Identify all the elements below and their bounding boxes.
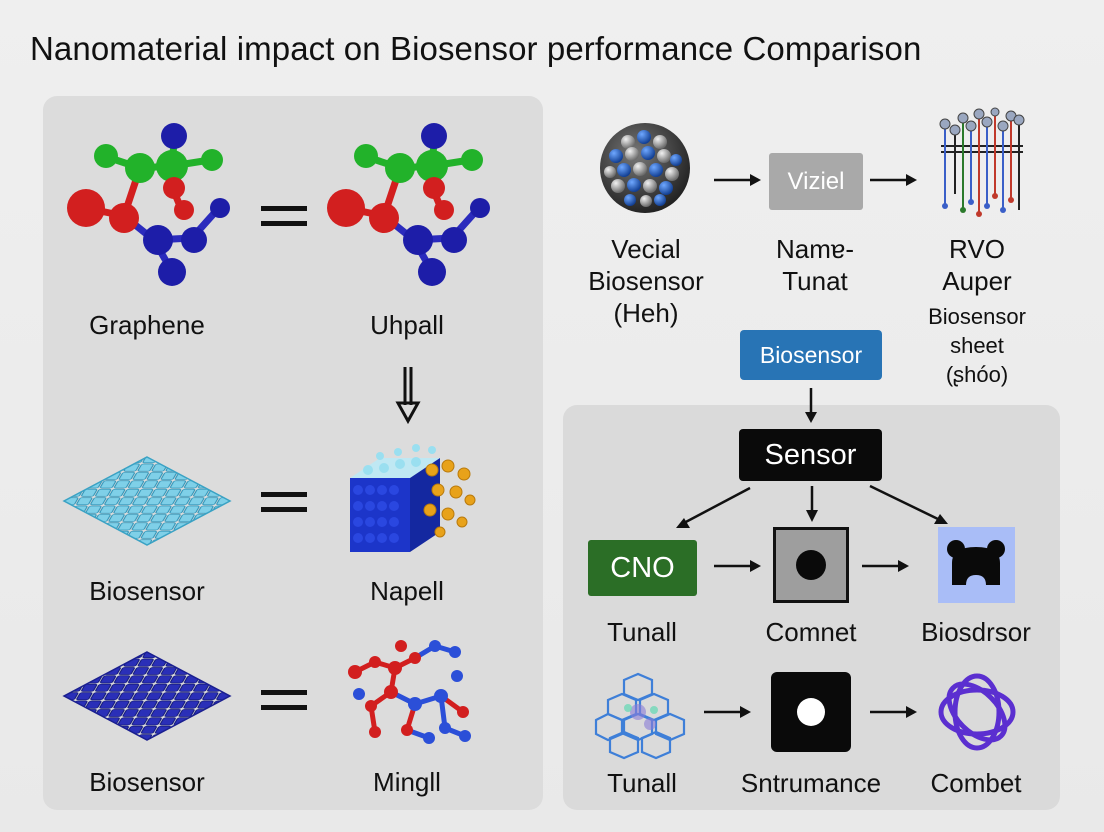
uhpall-molecule-icon <box>327 123 490 286</box>
electrode-array-icon <box>939 107 1025 217</box>
comnet-dot-box-icon <box>773 527 849 603</box>
equals-sign-icon <box>261 690 307 710</box>
row2-left-label: Biosensor <box>89 576 205 606</box>
sensor-branch-arrows-icon <box>676 484 948 528</box>
row1-label-biosdrsor: Biosdrsor <box>921 617 1031 647</box>
down-double-arrow-icon <box>395 367 421 425</box>
arrow-down-icon <box>805 388 817 423</box>
row2-right-label: Napell <box>370 576 444 606</box>
sensor-box: Sensor <box>739 429 882 481</box>
interlocked-rings-icon <box>938 673 1016 751</box>
row1-left-label: Graphene <box>89 310 205 340</box>
biosdrsor-face-icon <box>938 527 1015 603</box>
node2-label: Namɐ- Tunat <box>775 234 855 296</box>
nanocube-cluster-icon <box>350 444 476 552</box>
mingll-network-icon <box>348 640 471 744</box>
equals-sign-icon <box>261 206 307 226</box>
cno-box: CNO <box>588 540 697 596</box>
blue-grid-sheet-icon <box>62 651 232 741</box>
equals-sign-icon <box>261 492 307 512</box>
node1-label: Vecial Biosensor (Heh) <box>588 234 704 328</box>
viziel-box: Viziel <box>769 153 863 210</box>
arrow-right-icon <box>704 706 751 718</box>
node3-label: RVO Auper <box>942 234 1012 296</box>
row3-right-label: Mingll <box>373 767 441 797</box>
glass-grid-sheet-icon <box>62 456 232 546</box>
arrow-right-icon <box>714 560 761 572</box>
row1-label-comnet: Comnet <box>765 617 857 647</box>
row1-right-label: Uhpall <box>370 310 444 340</box>
node3-sub-label: Biosensor sheet (ʂhóo) <box>928 304 1026 387</box>
graphene-molecule-icon <box>67 123 230 286</box>
row3-left-label: Biosensor <box>89 767 205 797</box>
hex-lattice-icon <box>594 672 686 760</box>
arrow-right-icon <box>714 174 761 186</box>
row2-label-sntrumance: Sntrumance <box>740 768 882 798</box>
white-dot-box-icon <box>771 672 851 752</box>
row2-label-tunall: Tunall <box>607 768 677 798</box>
arrow-right-icon <box>862 560 909 572</box>
arrow-right-icon <box>870 174 917 186</box>
arrow-right-icon <box>870 706 917 718</box>
row1-label-tunall: Tunall <box>607 617 677 647</box>
nanoparticle-sphere-icon <box>600 123 690 213</box>
row2-label-combet: Combet <box>930 768 1022 798</box>
page-title: Nanomaterial impact on Biosensor perform… <box>30 30 922 67</box>
biosensor-box: Biosensor <box>740 330 882 380</box>
